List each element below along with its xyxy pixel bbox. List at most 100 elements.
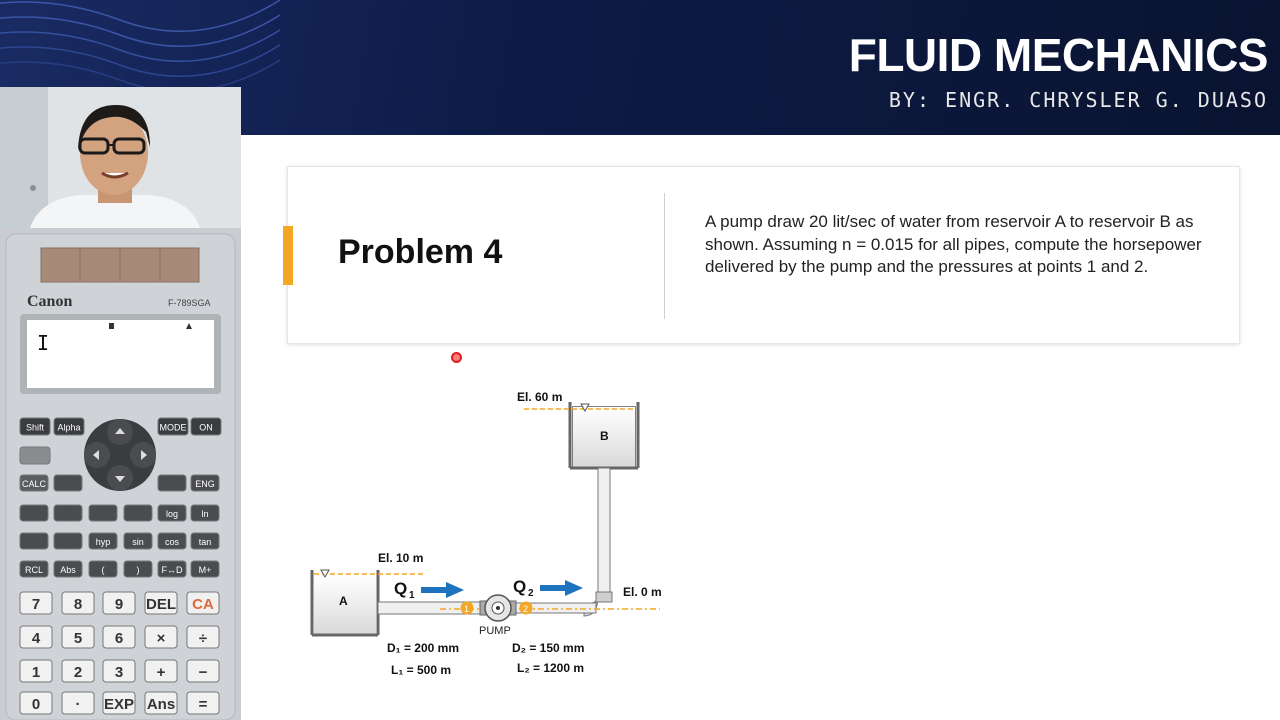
calc-key-label-k2: 2 [74, 664, 82, 681]
calc-key-minus[interactable] [186, 659, 220, 683]
calc-key-label-k9: 9 [115, 596, 123, 613]
calc-key-lparen[interactable] [88, 560, 118, 578]
calc-key-del[interactable] [144, 591, 178, 615]
reservoir-a: A [310, 570, 380, 637]
calc-key[interactable] [157, 474, 187, 492]
calc-key-k3[interactable] [102, 659, 136, 683]
elevation-a-label: El. 10 m [378, 551, 423, 565]
calc-key-ca[interactable] [186, 591, 220, 615]
calc-key-calc[interactable] [19, 474, 49, 492]
calc-key-label-abs: Abs [60, 565, 76, 575]
calc-key-label-eq: = [199, 696, 208, 713]
calc-key-mode[interactable] [157, 417, 189, 436]
calc-key-sin[interactable] [123, 532, 153, 550]
calc-brand: Canon [27, 293, 72, 310]
calc-key-alpha[interactable] [53, 417, 85, 436]
calc-key-label-on: ON [199, 423, 213, 433]
pipe1-length: L₁ = 500 m [391, 663, 451, 677]
calc-key-k2[interactable] [61, 659, 95, 683]
q2-label: Q [513, 577, 526, 596]
calc-key-label-k6: 6 [115, 630, 123, 647]
calc-key-mul[interactable] [144, 625, 178, 649]
calc-key-label-ans: Ans [147, 696, 175, 713]
calc-key-k1[interactable] [19, 659, 53, 683]
calc-key-label-k7: 7 [32, 596, 40, 613]
calc-key-k8[interactable] [61, 591, 95, 615]
calc-key-label-tan: tan [199, 537, 212, 547]
course-title: FLUID MECHANICS [848, 29, 1269, 81]
calc-key-label-ca: CA [192, 596, 214, 613]
calc-key[interactable] [53, 504, 83, 522]
calc-key-k6[interactable] [102, 625, 136, 649]
calc-key-label-rparen: ) [137, 565, 140, 575]
calc-key-label-k5: 5 [74, 630, 82, 647]
calc-key-shift[interactable] [19, 417, 51, 436]
calc-key-label-k3: 3 [115, 664, 123, 681]
calc-key[interactable] [88, 504, 118, 522]
calc-key-tan[interactable] [190, 532, 220, 550]
pipe1-diameter: D₁ = 200 mm [387, 641, 459, 655]
q2-subscript: 2 [528, 588, 534, 599]
calc-key-k0[interactable] [19, 691, 53, 715]
water-surface-a-icon [320, 569, 330, 579]
calc-key-log[interactable] [157, 504, 187, 522]
flow-q2: Q 2 [513, 577, 583, 599]
calc-key-exp[interactable] [102, 691, 136, 715]
problem-title: Problem 4 [338, 233, 503, 271]
calc-key-k5[interactable] [61, 625, 95, 649]
calc-key-label-hyp: hyp [96, 537, 111, 547]
elevation-0-label: El. 0 m [623, 585, 662, 599]
calc-key-cos[interactable] [157, 532, 187, 550]
calc-key-ans[interactable] [144, 691, 178, 715]
flow-q1: Q 1 [394, 579, 464, 601]
calc-key-label-log: log [166, 509, 178, 519]
calc-key-label-mplus: M+ [199, 565, 212, 575]
calc-key[interactable] [123, 504, 153, 522]
author-byline: BY: ENGR. CHRYSLER G. DUASO [888, 88, 1268, 112]
calc-key-ln[interactable] [190, 504, 220, 522]
calc-key-k9[interactable] [102, 591, 136, 615]
calc-key[interactable] [19, 532, 49, 550]
calc-key-k4[interactable] [19, 625, 53, 649]
calc-key-label-k0: 0 [32, 696, 40, 713]
calc-key-label-ln: ln [201, 509, 208, 519]
calc-key-on[interactable] [190, 417, 222, 436]
calc-key-rcl[interactable] [19, 560, 49, 578]
point-2-label: 2 [523, 604, 528, 614]
pipe2-length: L₂ = 1200 m [517, 661, 584, 675]
calc-key-label-k4: 4 [32, 630, 41, 647]
water-surface-b-icon [580, 403, 590, 413]
pointer-cursor-indicator [451, 352, 462, 363]
calc-key-abs[interactable] [53, 560, 83, 578]
calc-key-label-mode: MODE [160, 423, 187, 433]
calc-key-div[interactable] [186, 625, 220, 649]
elevation-b-label: El. 60 m [517, 390, 562, 404]
accent-bar [283, 226, 293, 285]
calc-key-label-calc: CALC [22, 479, 47, 489]
calc-key-label-shift: Shift [26, 423, 45, 433]
calc-key-k7[interactable] [19, 591, 53, 615]
calc-key[interactable] [53, 474, 83, 492]
calc-key-rparen[interactable] [123, 560, 153, 578]
webcam-feed [0, 87, 241, 228]
calc-key-mplus[interactable] [190, 560, 220, 578]
arrow-right-icon [565, 580, 583, 596]
calc-key-label-k8: 8 [74, 596, 82, 613]
calc-key[interactable] [19, 504, 49, 522]
calc-key-plus[interactable] [144, 659, 178, 683]
calc-key-dot[interactable] [61, 691, 95, 715]
calc-model: F-789SGA [168, 298, 211, 308]
point-1-marker [460, 601, 474, 615]
calc-key-eq[interactable] [186, 691, 220, 715]
calc-key[interactable] [53, 532, 83, 550]
calc-key-label-rcl: RCL [25, 565, 43, 575]
calc-key-hyp[interactable] [88, 532, 118, 550]
calc-key-fd[interactable] [157, 560, 187, 578]
calc-key[interactable] [19, 446, 51, 465]
q1-subscript: 1 [409, 590, 415, 601]
reservoir-a-label: A [339, 594, 348, 608]
card-divider [664, 193, 665, 319]
calc-key-eng[interactable] [190, 474, 220, 492]
calc-key-label-alpha: Alpha [57, 423, 80, 433]
